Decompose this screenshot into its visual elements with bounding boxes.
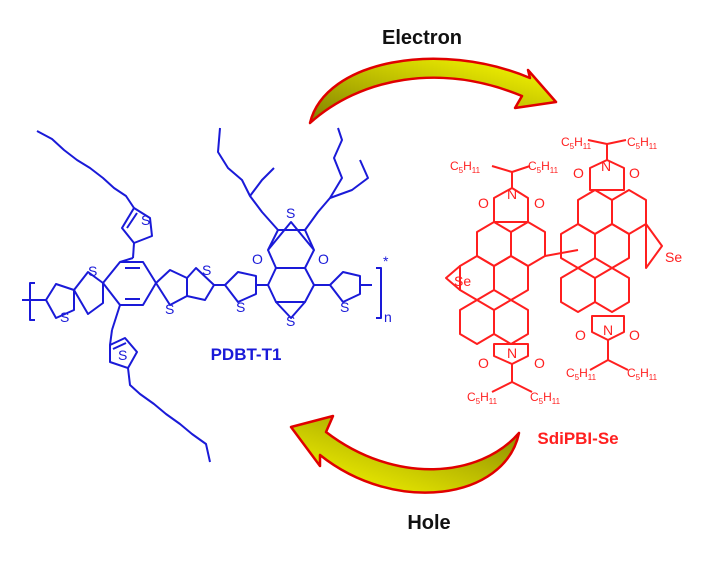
chain-label-4: C5H11 (627, 135, 658, 151)
acceptor-right-perylene-4 (594, 223, 630, 269)
donor-atom-o-2: O (318, 251, 329, 267)
acceptor-atom-o-1: O (478, 195, 489, 211)
acceptor-right-perylene-3 (560, 223, 596, 269)
donor-atom-s-6: S (236, 299, 245, 315)
donor-right-thiophene (329, 271, 361, 303)
acceptor-left-imide-bottom (493, 343, 529, 365)
acceptor-structure (445, 139, 663, 393)
donor-left-bracket (29, 282, 35, 321)
acceptor-atom-o-5: O (573, 165, 584, 181)
donor-repeat-subscript: n (384, 309, 392, 325)
donor-atom-s-5: S (202, 262, 211, 278)
donor-bdd-thiophene (267, 221, 315, 251)
donor-left-ethylhexyl (217, 127, 279, 231)
acceptor-top-left-chain (491, 165, 513, 188)
electron-arrow (308, 57, 558, 125)
donor-structure (22, 127, 382, 463)
donor-end-group: * (383, 253, 389, 269)
acceptor-bottom-left-chain (491, 364, 513, 393)
acceptor-right-perylene-6 (594, 267, 630, 313)
hole-label: Hole (407, 512, 450, 534)
chain-label-2: C5H11 (528, 159, 559, 175)
acceptor-name: SdiPBI-Se (537, 429, 618, 448)
donor-atom-labels: S S S S S S S S S S O O * n (60, 205, 392, 363)
donor-atom-s-10: S (118, 347, 127, 363)
acceptor-right-perylene-5 (560, 267, 596, 313)
acceptor-atom-se-1: Se (454, 273, 471, 289)
electron-label: Electron (382, 27, 462, 49)
acceptor-atom-o-4: O (534, 355, 545, 371)
acceptor-right-imide-top (589, 159, 625, 191)
donor-right-bracket (376, 267, 382, 319)
donor-name: PDBT-T1 (211, 345, 282, 364)
acceptor-right-selenophene (645, 223, 663, 269)
acceptor-left-perylene-4 (493, 255, 529, 301)
donor-bottom-alkyl-chain (127, 367, 211, 463)
donor-left-thiophene (45, 283, 75, 319)
acceptor-left-perylene-5 (459, 299, 495, 345)
acceptor-left-imide-top (493, 187, 529, 223)
donor-thiophene-linker (224, 271, 257, 303)
acceptor-chain-labels: C5H11 C5H11 C5H11 C5H11 C5H11 C5H11 C5H1… (450, 135, 658, 406)
acceptor-atom-o-8: O (629, 327, 640, 343)
acceptor-atom-n-4: N (603, 322, 613, 338)
acceptor-left-selenophene (445, 265, 461, 291)
acceptor-atom-o-2: O (534, 195, 545, 211)
donor-atom-s-8: S (286, 313, 295, 329)
hole-arrow (289, 414, 521, 494)
acceptor-atom-labels: Se Se N N N N O O O O O O O O (454, 158, 682, 371)
acceptor-atom-n-3: N (601, 158, 611, 174)
donor-bottom-side-thiophene (109, 337, 138, 369)
acceptor-bottom-right-chain (589, 340, 609, 371)
donor-thiophene-3 (155, 269, 188, 306)
donor-atom-s-7: S (286, 205, 295, 221)
acceptor-atom-n-1: N (507, 186, 517, 202)
acceptor-atom-se-2: Se (665, 249, 682, 265)
acceptor-atom-n-2: N (507, 345, 517, 361)
donor-atom-s-2: S (88, 263, 97, 279)
chain-label-6: C5H11 (627, 366, 658, 382)
donor-bdd-core (267, 267, 315, 303)
donor-atom-s-9: S (340, 299, 349, 315)
acceptor-atom-o-7: O (575, 327, 586, 343)
acceptor-atom-o-6: O (629, 165, 640, 181)
donor-top-side-thiophene (121, 207, 153, 244)
donor-atom-s-4: S (165, 301, 174, 317)
donor-thiophene-4 (186, 267, 215, 301)
donor-atom-s-3: S (60, 309, 69, 325)
donor-bdd-bottom-thiophene (275, 301, 306, 319)
chain-label-3: C5H11 (561, 135, 592, 151)
donor-atom-s-1: S (141, 212, 150, 228)
chain-label-5: C5H11 (566, 366, 597, 382)
donor-atom-o-1: O (252, 251, 263, 267)
chain-label-8: C5H11 (530, 390, 561, 406)
donor-thiophene-2 (73, 271, 104, 315)
acceptor-right-imide-bottom (591, 315, 625, 341)
chain-label-1: C5H11 (450, 159, 481, 175)
donor-top-alkyl-chain (36, 130, 135, 209)
acceptor-left-perylene-6 (493, 299, 529, 345)
chain-label-7: C5H11 (467, 390, 498, 406)
acceptor-atom-o-3: O (478, 355, 489, 371)
donor-right-ethylhexyl (304, 127, 343, 231)
